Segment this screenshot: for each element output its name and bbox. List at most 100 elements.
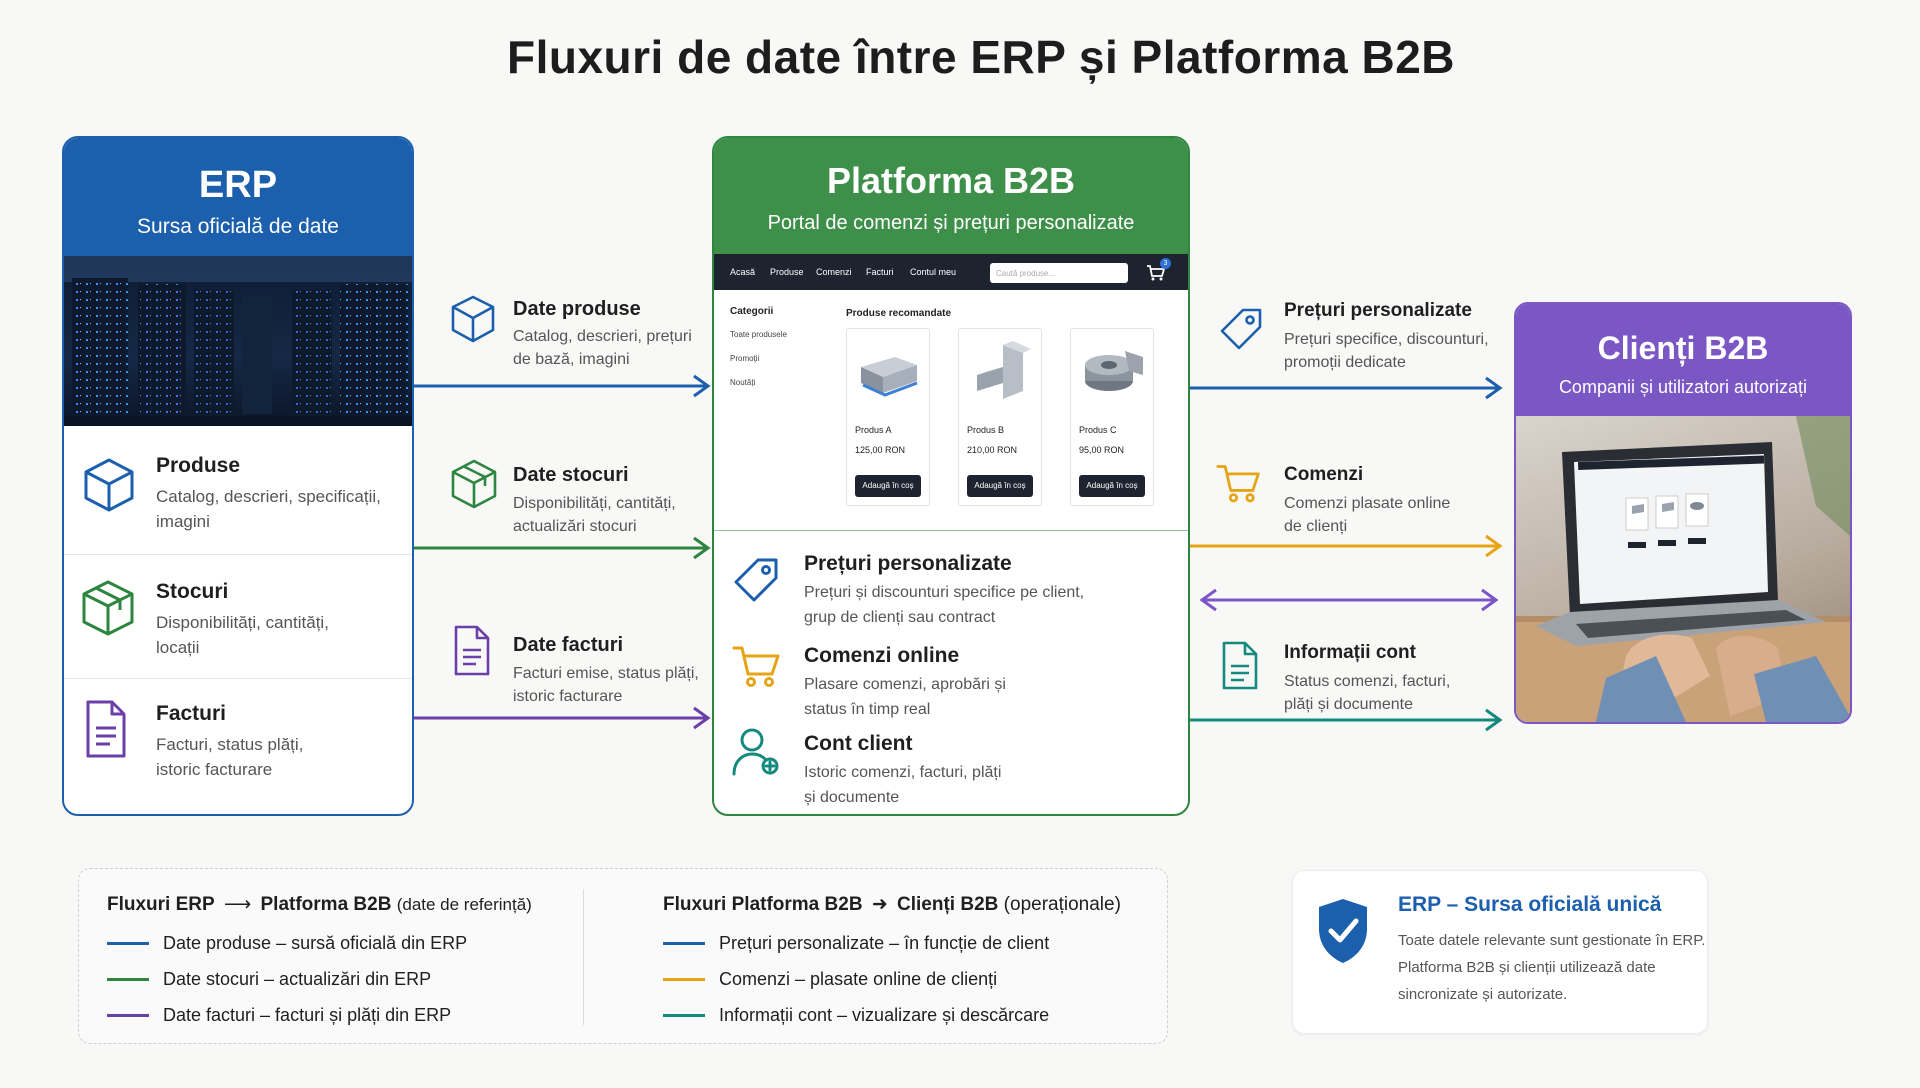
note-title: ERP – Sursa oficială unică xyxy=(1398,893,1662,916)
product-price: 125,00 RON xyxy=(855,445,906,455)
user-icon xyxy=(732,728,779,776)
erp-item-title: Produse xyxy=(156,454,241,477)
category-item[interactable]: Toate produsele xyxy=(730,330,787,339)
note-text: Toate datele relevante sunt gestionate î… xyxy=(1398,927,1705,1008)
recommended-title: Produse recomandate xyxy=(846,308,952,319)
desc-line: imagini xyxy=(156,512,210,531)
flow-desc: Status comenzi, facturi,plăți și documen… xyxy=(1284,670,1450,716)
divider xyxy=(64,554,412,555)
desc-line: Plasare comenzi, aprobări și xyxy=(804,676,1006,693)
feature-title: Prețuri personalizate xyxy=(804,552,1012,575)
desc-line: status în timp real xyxy=(804,701,931,718)
note-line: sincronizate și autorizate. xyxy=(1398,986,1568,1003)
category-item[interactable]: Promoții xyxy=(730,354,760,363)
desc-line: locații xyxy=(156,638,200,657)
legend-title-part: (operaționale) xyxy=(1003,894,1121,915)
category-item[interactable]: Noutăți xyxy=(730,378,756,387)
shop-nav: Acasă Produse Comenzi Facturi Contul meu… xyxy=(714,254,1188,290)
shop-mockup: Acasă Produse Comenzi Facturi Contul meu… xyxy=(714,254,1188,534)
legend-item-label: Comenzi xyxy=(719,969,791,989)
feature-title: Cont client xyxy=(804,732,913,755)
erp-title: ERP xyxy=(198,164,278,206)
legend-right-title: Fluxuri Platforma B2B ➜ Clienți B2B (ope… xyxy=(663,893,1121,916)
product-card[interactable]: Produs C 95,00 RON Adaugă în coș xyxy=(1070,328,1154,506)
desc-line: Facturi emise, status plăți, xyxy=(513,665,699,682)
flow-title: Date stocuri xyxy=(513,464,629,486)
search-input[interactable]: Caută produse... xyxy=(990,263,1128,283)
note-line: Toate datele relevante sunt gestionate î… xyxy=(1398,932,1706,949)
legend-title-part: Fluxuri Platforma B2B xyxy=(663,894,863,915)
b2b-title: Platforma B2B xyxy=(826,160,1076,201)
cart-icon[interactable] xyxy=(1146,264,1166,282)
note-line: Platforma B2B și clienții utilizează dat… xyxy=(1398,959,1656,976)
cube-icon xyxy=(451,295,495,343)
cart-badge: 3 xyxy=(1160,258,1171,269)
nav-orders[interactable]: Comenzi xyxy=(816,267,852,277)
nav-products[interactable]: Produse xyxy=(770,267,804,277)
b2b-card: Platforma B2B Portal de comenzi și prețu… xyxy=(712,136,1190,816)
nav-home[interactable]: Acasă xyxy=(730,267,756,277)
erp-card: ERP Sursa oficială de date xyxy=(62,136,414,816)
erp-item-desc: Catalog, descrieri, specificații,imagini xyxy=(156,484,381,534)
legend-item-desc: – facturi și plăți din ERP xyxy=(255,1005,452,1025)
product-card[interactable]: Produs A 125,00 RON Adaugă în coș xyxy=(846,328,930,506)
clients-subtitle: Companii și utilizatori autorizați xyxy=(1558,377,1808,397)
desc-line: Disponibilități, cantități, xyxy=(513,495,676,512)
price-tag-icon xyxy=(1220,308,1262,350)
flow-title: Date facturi xyxy=(513,634,624,656)
add-to-cart-button[interactable]: Adaugă în coș xyxy=(855,475,921,497)
flow-desc: Facturi emise, status plăți,istoric fact… xyxy=(513,662,699,708)
product-name: Produs A xyxy=(855,425,892,435)
legend-left-title: Fluxuri ERP ⟶ Platforma B2B (date de ref… xyxy=(107,893,532,916)
legend-box: Fluxuri ERP ⟶ Platforma B2B (date de ref… xyxy=(78,868,1168,1044)
package-icon xyxy=(82,580,134,636)
legend-item-desc: – actualizări din ERP xyxy=(259,969,432,989)
product-name: Produs C xyxy=(1079,425,1117,435)
desc-line: actualizări stocuri xyxy=(513,518,637,535)
cart-icon xyxy=(732,646,780,687)
feature-desc: Plasare comenzi, aprobări și status în ti… xyxy=(804,672,1006,722)
erp-header: ERP Sursa oficială de date xyxy=(64,138,412,256)
flow-title: Prețuri personalizate xyxy=(1284,300,1472,321)
desc-line: de bază, imagini xyxy=(513,351,630,368)
legend-title-part: Fluxuri ERP xyxy=(107,894,215,915)
legend-item-label: Prețuri personalizate xyxy=(719,933,885,953)
cart-icon xyxy=(1216,465,1260,503)
nav-invoices[interactable]: Facturi xyxy=(866,267,894,277)
b2b-subtitle: Portal de comenzi și prețuri personaliza… xyxy=(767,212,1135,234)
desc-line: de clienți xyxy=(1284,518,1348,535)
cube-icon xyxy=(84,458,134,512)
desc-line: Istoric comenzi, facturi, plăți xyxy=(804,764,1002,781)
desc-line: Comenzi plasate online xyxy=(1284,495,1451,512)
flow-desc: Prețuri specifice, discounturi,promoții … xyxy=(1284,328,1489,374)
divider xyxy=(714,530,1188,531)
clients-header: Clienți B2B Companii și utilizatori auto… xyxy=(1516,304,1850,416)
product-image xyxy=(977,341,1031,399)
erp-item-desc: Facturi, status plăți,istoric facturare xyxy=(156,732,303,782)
legend-item-desc: – plasate online de clienți xyxy=(790,969,998,989)
laptop-photo xyxy=(1516,416,1850,722)
package-icon xyxy=(451,459,497,509)
feature-desc: Prețuri și discounturi specifice pe clie… xyxy=(804,580,1084,630)
flow-desc: Comenzi plasate online de clienți xyxy=(1284,492,1450,538)
invoice-icon xyxy=(86,700,126,758)
flow-arrows-right xyxy=(1190,376,1503,732)
legend-divider xyxy=(583,889,584,1025)
desc-line: Status comenzi, facturi, xyxy=(1284,673,1451,690)
server-room-image xyxy=(64,256,412,426)
add-to-cart-button[interactable]: Adaugă în coș xyxy=(967,475,1033,497)
flow-title: Informații cont xyxy=(1284,642,1416,663)
product-card[interactable]: Produs B 210,00 RON Adaugă în coș xyxy=(958,328,1042,506)
feature-title: Comenzi online xyxy=(804,644,960,667)
product-image xyxy=(861,357,918,397)
add-to-cart-button[interactable]: Adaugă în coș xyxy=(1079,475,1145,497)
legend-item-label: Date stocuri xyxy=(163,969,260,989)
arrow-right-icon: ➜ xyxy=(871,894,888,915)
invoice-icon xyxy=(454,625,490,676)
nav-account[interactable]: Contul meu xyxy=(910,267,957,277)
erp-subtitle: Sursa oficială de date xyxy=(137,215,339,238)
flow-title: Comenzi xyxy=(1284,464,1364,485)
product-price: 95,00 RON xyxy=(1079,445,1125,455)
clients-title: Clienți B2B xyxy=(1597,330,1769,366)
